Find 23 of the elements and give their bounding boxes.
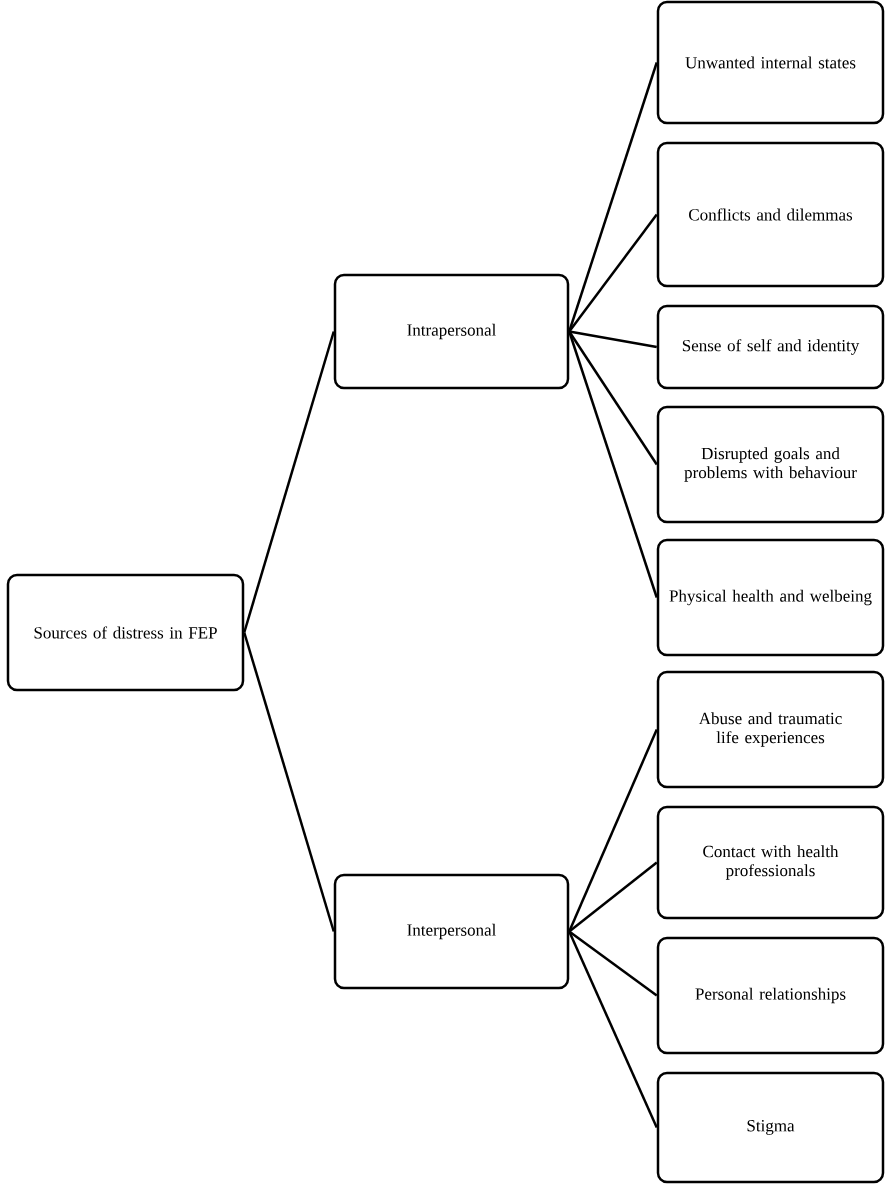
connector-line: [243, 331, 335, 633]
connector-line: [569, 330, 657, 349]
topic-box: Contact with health professionals: [656, 805, 885, 920]
connector-line: [568, 930, 658, 997]
root-box: Sources of distress in FEP: [6, 573, 245, 692]
topic-box: Sense of self and identity: [656, 304, 885, 390]
connector-line: [568, 330, 658, 466]
category-box: Intrapersonal: [333, 273, 570, 390]
connector-line: [568, 861, 658, 933]
topic-box: Disrupted goals and problems with behaviour: [656, 405, 885, 524]
connector-line: [568, 331, 658, 598]
topic-box: Physical health and welbeing: [656, 538, 885, 657]
connector-line: [568, 62, 658, 332]
topic-box: Stigma: [656, 1071, 885, 1184]
topic-box: Unwanted internal states: [656, 0, 885, 125]
topic-box: Personal relationships: [656, 936, 885, 1055]
category-box: Interpersonal: [333, 873, 570, 990]
connector-line: [568, 931, 658, 1129]
connector-line: [568, 213, 658, 333]
connector-line: [568, 729, 658, 932]
topic-box: Abuse and traumatic life experiences: [656, 670, 885, 789]
topic-box: Conflicts and dilemmas: [656, 141, 885, 288]
connector-line: [243, 632, 335, 932]
